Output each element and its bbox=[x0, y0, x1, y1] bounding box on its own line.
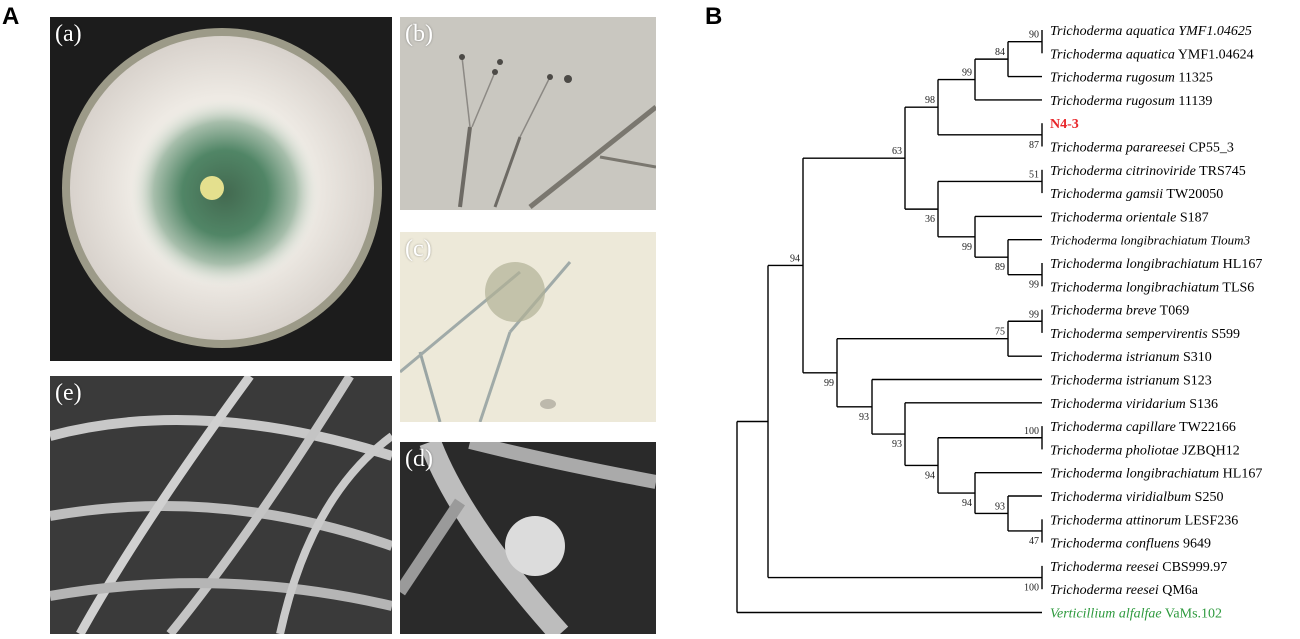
sub-label-d: (d) bbox=[405, 446, 433, 472]
sub-label-a: (a) bbox=[55, 21, 82, 47]
taxon-label: Trichoderma aquatica YMF1.04624 bbox=[1050, 47, 1254, 62]
sub-label-e: (e) bbox=[55, 380, 82, 406]
sem-e-image bbox=[50, 376, 392, 634]
taxon-label: Trichoderma rugosum 11139 bbox=[1050, 94, 1212, 109]
photo-petri-dish: (a) bbox=[50, 17, 392, 361]
bootstrap-values: 90 84 99 98 87 63 51 36 99 89 99 94 99 75 99 93 100 93 94 9… bbox=[790, 30, 1039, 594]
bootstrap-value: 87 bbox=[1029, 140, 1039, 151]
bootstrap-value: 89 bbox=[995, 262, 1005, 273]
bootstrap-value: 99 bbox=[824, 378, 834, 389]
taxon-label: Trichoderma aquatica YMF1.04625 bbox=[1050, 24, 1252, 39]
bootstrap-value: 93 bbox=[859, 412, 869, 423]
bootstrap-value: 98 bbox=[925, 95, 935, 106]
taxon-labels: Trichoderma aquatica YMF1.04625Trichoder… bbox=[1050, 24, 1262, 622]
taxon-label: Trichoderma parareesei CP55_3 bbox=[1050, 141, 1234, 156]
micrograph-b-image bbox=[458, 54, 656, 209]
bootstrap-value: 99 bbox=[962, 68, 972, 79]
taxon-label: Verticillium alfalfae VaMs.102 bbox=[1050, 607, 1222, 622]
taxon-label: Trichoderma confluens 9649 bbox=[1050, 537, 1211, 552]
bootstrap-value: 90 bbox=[1029, 30, 1039, 41]
taxon-label: Trichoderma capillare TW22166 bbox=[1050, 420, 1236, 435]
photo-conidiophores-c: (c) bbox=[400, 232, 656, 422]
taxon-label: Trichoderma citrinoviride TRS745 bbox=[1050, 164, 1246, 179]
taxon-label: Trichoderma orientale S187 bbox=[1050, 210, 1209, 225]
taxon-label: Trichoderma longibrachiatum Tloum3 bbox=[1050, 233, 1251, 248]
taxon-label: Trichoderma reesei QM6a bbox=[1050, 583, 1199, 598]
taxon-label: Trichoderma viridialbum S250 bbox=[1050, 490, 1223, 505]
taxon-label: Trichoderma reesei CBS999.97 bbox=[1050, 560, 1227, 575]
taxon-label: Trichoderma rugosum 11325 bbox=[1050, 71, 1213, 86]
bootstrap-value: 84 bbox=[995, 47, 1005, 58]
sem-d-image bbox=[400, 442, 656, 634]
bootstrap-value: 63 bbox=[892, 146, 902, 157]
taxon-label: Trichoderma longibrachiatum HL167 bbox=[1050, 467, 1262, 482]
bootstrap-value: 99 bbox=[1029, 280, 1039, 291]
photo-sem-spore: (d) bbox=[400, 442, 656, 634]
taxon-label: Trichoderma longibrachiatum TLS6 bbox=[1050, 280, 1254, 295]
bootstrap-value: 99 bbox=[1029, 309, 1039, 320]
bootstrap-value: 94 bbox=[962, 498, 972, 509]
sub-label-b: (b) bbox=[405, 21, 433, 47]
bootstrap-value: 75 bbox=[995, 327, 1005, 338]
photo-sem-hyphae: (e) bbox=[50, 376, 392, 634]
bootstrap-value: 93 bbox=[995, 501, 1005, 512]
bootstrap-value: 36 bbox=[925, 214, 935, 225]
sub-label-c: (c) bbox=[405, 236, 432, 262]
panel-label-b: B bbox=[705, 3, 723, 30]
bootstrap-value: 100 bbox=[1024, 583, 1039, 594]
bootstrap-value: 47 bbox=[1029, 536, 1039, 547]
panel-label-a: A bbox=[2, 3, 20, 30]
taxon-label: Trichoderma gamsii TW20050 bbox=[1050, 187, 1223, 202]
micrograph-c-image bbox=[400, 261, 572, 422]
photo-conidiophores-b: (b) bbox=[400, 17, 656, 210]
phylogenetic-tree: 90 84 99 98 87 63 51 36 99 89 99 94 99 75 99 93 100 93 94 9… bbox=[736, 24, 1262, 622]
bootstrap-value: 99 bbox=[962, 242, 972, 253]
taxon-label: N4-3 bbox=[1050, 117, 1079, 132]
bootstrap-value: 94 bbox=[790, 253, 800, 264]
taxon-label: Trichoderma istrianum S310 bbox=[1050, 350, 1212, 365]
taxon-label: Trichoderma viridarium S136 bbox=[1050, 397, 1218, 412]
taxon-label: Trichoderma istrianum S123 bbox=[1050, 374, 1212, 389]
bootstrap-value: 100 bbox=[1024, 426, 1039, 437]
bootstrap-value: 93 bbox=[892, 439, 902, 450]
bootstrap-value: 51 bbox=[1029, 169, 1039, 180]
taxon-label: Trichoderma sempervirentis S599 bbox=[1050, 327, 1240, 342]
tree-branches bbox=[736, 30, 1043, 614]
taxon-label: Trichoderma attinorum LESF236 bbox=[1050, 513, 1238, 528]
taxon-label: Trichoderma pholiotae JZBQH12 bbox=[1050, 443, 1240, 458]
petri-dish-image bbox=[62, 28, 382, 348]
bootstrap-value: 94 bbox=[925, 470, 935, 481]
taxon-label: Trichoderma longibrachiatum HL167 bbox=[1050, 257, 1262, 272]
taxon-label: Trichoderma breve T069 bbox=[1050, 304, 1189, 319]
